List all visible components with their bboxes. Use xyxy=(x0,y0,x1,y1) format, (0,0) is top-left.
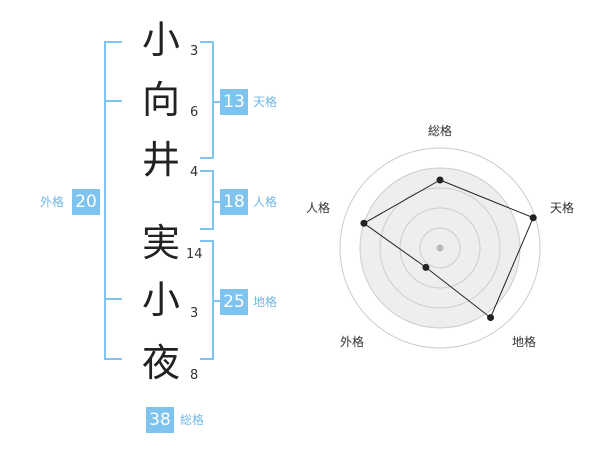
jinkaku-label: 人格 xyxy=(253,195,278,209)
stroke-count-2: 6 xyxy=(190,105,199,120)
radar-label-jinkaku: 人格 xyxy=(306,200,330,215)
soukaku-label: 総格 xyxy=(180,413,205,427)
stroke-count-1: 3 xyxy=(190,44,199,59)
surname-char-1: 小 xyxy=(141,18,180,62)
radar-chart: 総格 天格 地格 外格 人格 xyxy=(306,123,574,349)
radar-label-chikaku: 地格 xyxy=(512,334,536,349)
surname-char-2: 向 xyxy=(141,78,180,122)
tenkaku-label: 天格 xyxy=(253,95,278,109)
radar-ring-1 xyxy=(419,227,461,269)
chikaku-value: 25 xyxy=(220,289,248,315)
radar-label-soukaku: 総格 xyxy=(428,123,452,138)
radar-point-2 xyxy=(487,314,495,322)
given-char-3: 夜 xyxy=(141,341,180,385)
chikaku-label: 地格 xyxy=(253,295,278,309)
stroke-count-4: 14 xyxy=(186,247,203,262)
radar-label-tenkaku: 天格 xyxy=(550,200,574,215)
stroke-count-5: 3 xyxy=(190,306,199,321)
radar-ring-3 xyxy=(379,187,501,309)
radar-ring-5 xyxy=(339,147,541,349)
jinkaku-value: 18 xyxy=(220,189,248,215)
soukaku-value: 38 xyxy=(146,407,174,433)
radar-ring-2 xyxy=(399,207,481,289)
radar-point-4 xyxy=(360,219,368,227)
stroke-count-6: 8 xyxy=(190,368,199,383)
tenkaku-value: 13 xyxy=(220,89,248,115)
gaikaku-label: 外格 xyxy=(40,195,65,209)
given-char-1: 実 xyxy=(141,221,180,265)
radar-polygon xyxy=(362,179,534,319)
stroke-count-3: 4 xyxy=(190,165,199,180)
radar-point-0 xyxy=(436,176,444,184)
radar-label-gaikaku: 外格 xyxy=(340,334,364,349)
surname-char-3: 井 xyxy=(141,138,180,182)
radar-points xyxy=(360,176,537,322)
gaikaku-value: 20 xyxy=(72,189,100,215)
radar-point-3 xyxy=(422,263,430,271)
radar-point-1 xyxy=(529,214,537,222)
radar-center-dot xyxy=(436,244,444,252)
given-char-2: 小 xyxy=(141,278,180,322)
